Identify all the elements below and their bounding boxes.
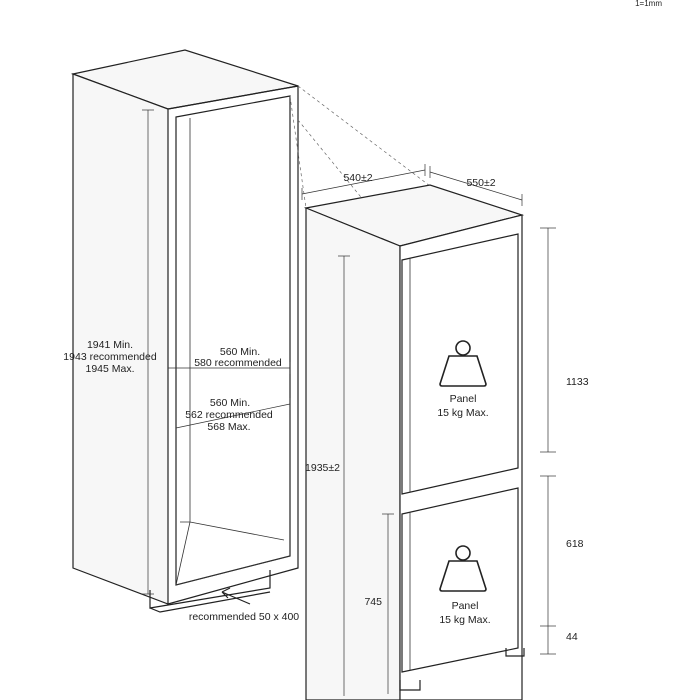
ventilation-label: recommended 50 x 400 [189, 611, 299, 623]
appliance-depth: 550±2 [466, 177, 495, 189]
appliance-width-dimension [301, 164, 426, 200]
cabinet-height-max: 1945 Max. [85, 363, 134, 375]
cabinet-opening [175, 95, 291, 586]
cabinet-depth-min: 560 Min. [210, 397, 250, 409]
ventilation-arrow [221, 587, 251, 605]
weight-icon [439, 545, 487, 592]
upper-panel-weight: 15 kg Max. [437, 407, 488, 419]
cabinet-inner-width-dimension [168, 362, 291, 374]
appliance-total-height-dimension [338, 255, 350, 696]
appliance-width: 540±2 [343, 172, 372, 184]
weight-icon [439, 340, 487, 387]
plinth-height: 44 [566, 631, 578, 643]
appliance-feet [399, 648, 525, 691]
cabinet-height-recommended: 1943 recommended [63, 351, 157, 363]
upper-door-height: 1133 [566, 376, 589, 388]
upper-panel-label: Panel [450, 393, 477, 405]
cabinet-drawing [70, 49, 299, 613]
cabinet-height-dimension [142, 109, 154, 595]
cabinet-inner-width-recommended: 580 recommended [194, 357, 282, 369]
lower-panel-label: Panel [452, 600, 479, 612]
appliance-drawing [303, 184, 525, 700]
cabinet-base [149, 570, 271, 613]
cabinet-inner-width-min: 560 Min. [220, 346, 260, 358]
cabinet-inner-back [175, 118, 285, 586]
appliance-lower-height-dimension [382, 513, 394, 694]
appliance-depth-dimension [429, 166, 523, 206]
lower-panel-weight: 15 kg Max. [439, 614, 490, 626]
cabinet-height-min: 1941 Min. [87, 339, 133, 351]
appliance-lower-height: 745 [364, 596, 382, 608]
cabinet-depth-dimension [175, 398, 291, 429]
appliance-total-height: 1935±2 [305, 462, 340, 474]
scale-note: 1=1mm [635, 0, 662, 8]
cabinet-depth-max: 568 Max. [207, 421, 250, 433]
cabinet-depth-recommended: 562 recommended [185, 409, 273, 421]
lower-door-height: 618 [566, 538, 584, 550]
cabinet-inner-floor [175, 521, 291, 586]
cabinet-front-frame [167, 85, 299, 605]
door-height-dimensions [540, 227, 556, 655]
appliance-side-face [305, 207, 401, 700]
